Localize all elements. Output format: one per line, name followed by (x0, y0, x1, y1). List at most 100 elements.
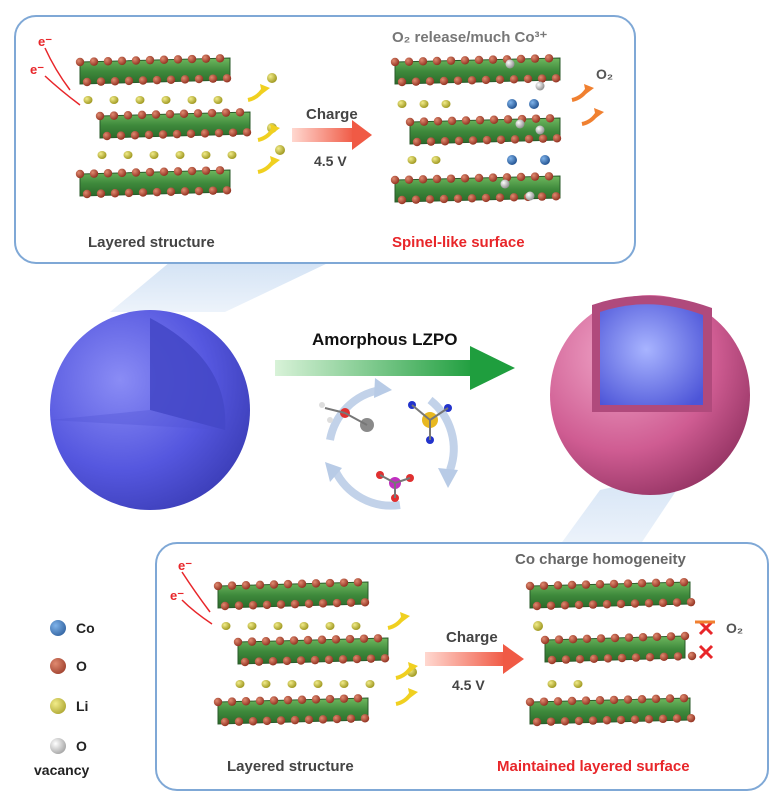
vacancy-site (526, 192, 535, 201)
oxygen-atom (333, 715, 341, 723)
oxygen-atom (531, 172, 539, 180)
electron-path (182, 572, 210, 612)
oxygen-atom (631, 599, 639, 607)
oxygen-atom (209, 186, 217, 194)
lithium-atom (202, 151, 211, 159)
oxygen-atom (645, 715, 653, 723)
oxygen-atom (659, 599, 667, 607)
lithium-atom (352, 622, 361, 630)
oxygen-atom (589, 600, 597, 608)
oxygen-atom (538, 192, 546, 200)
oxygen-atom (545, 172, 553, 180)
oxygen-atom (538, 74, 546, 82)
oxygen-atom (553, 134, 561, 142)
oxygen-atom (568, 697, 576, 705)
oxygen-atom (311, 656, 319, 664)
oxygen-atom (326, 695, 334, 703)
oxygen-atom (188, 167, 196, 175)
oxygen-atom (146, 168, 154, 176)
oxygen-atom (332, 635, 340, 643)
oxygen-atom (249, 601, 257, 609)
vacancy-site (536, 126, 545, 135)
oxygen-atom (433, 175, 441, 183)
lithium-atom (442, 100, 451, 108)
oxygen-atom (124, 111, 132, 119)
oxygen-atom (153, 188, 161, 196)
top-electron-label-1: e⁻ (38, 34, 52, 50)
oxygen-atom (325, 656, 333, 664)
oxygen-atom (510, 193, 518, 201)
oxygen-atom (188, 55, 196, 63)
oxygen-atom (638, 579, 646, 587)
oxygen-atom (398, 196, 406, 204)
oxygen-atom (447, 56, 455, 64)
lithium-atom (267, 73, 277, 83)
oxygen-atom (454, 76, 462, 84)
oxygen-atom (412, 77, 420, 85)
oxygen-atom (187, 130, 195, 138)
oxygen-atom (367, 654, 375, 662)
oxygen-atom (174, 55, 182, 63)
oxygen-atom (589, 716, 597, 724)
oxygen-atom (475, 174, 483, 182)
oxygen-atom (111, 77, 119, 85)
oxygen-atom (202, 166, 210, 174)
oxygen-atom (426, 195, 434, 203)
oxygen-atom (561, 601, 569, 609)
oxygen-atom (441, 137, 449, 145)
lithium-atom (314, 680, 323, 688)
oxygen-atom (222, 108, 230, 116)
oxygen-atom (461, 56, 469, 64)
oxygen-atom (173, 130, 181, 138)
oxygen-atom (583, 635, 591, 643)
oxygen-atom (249, 717, 257, 725)
oxygen-atom (290, 636, 298, 644)
oxygen-atom (270, 696, 278, 704)
oxygen-atom (255, 657, 263, 665)
oxygen-atom (440, 195, 448, 203)
oxygen-atom (236, 108, 244, 116)
oxygen-atom (216, 54, 224, 62)
oxygen-atom (496, 193, 504, 201)
oxygen-atom (76, 58, 84, 66)
oxygen-atom (547, 717, 555, 725)
bottom-charge-arrow (425, 652, 505, 666)
oxygen-atom (216, 166, 224, 174)
oxygen-atom (476, 116, 484, 124)
oxygen-atom (687, 714, 695, 722)
lithium-atom (110, 96, 119, 104)
oxygen-atom (475, 56, 483, 64)
oxygen-atom (333, 599, 341, 607)
top-charge-arrow (292, 128, 354, 142)
oxygen-atom (242, 581, 250, 589)
oxygen-atom (611, 634, 619, 642)
oxygen-atom (104, 57, 112, 65)
oxygen-atom (215, 129, 223, 137)
oxygen-atom (624, 579, 632, 587)
oxygen-atom (532, 114, 540, 122)
oxygen-atom (346, 635, 354, 643)
oxygen-atom (76, 170, 84, 178)
oxygen-atom (666, 694, 674, 702)
oxygen-atom (576, 655, 584, 663)
vacancy-site (516, 120, 525, 129)
oxygen-atom (525, 135, 533, 143)
oxygen-atom (575, 717, 583, 725)
oxygen-atom (555, 635, 563, 643)
oxygen-atom (468, 194, 476, 202)
lithium-atom (124, 151, 133, 159)
lithium-atom (340, 680, 349, 688)
oxygen-atom (504, 115, 512, 123)
oxygen-atom (304, 636, 312, 644)
oxygen-atom (680, 694, 688, 702)
top-gas-label: O₂ (596, 66, 613, 82)
oxygen-atom (419, 175, 427, 183)
oxygen-atom (547, 601, 555, 609)
lithium-atom (228, 151, 237, 159)
electron-path (182, 600, 212, 624)
lithium-atom (188, 96, 197, 104)
oxygen-atom (195, 75, 203, 83)
oxygen-atom (97, 77, 105, 85)
oxygen-atom (596, 580, 604, 588)
oxygen-atom (138, 111, 146, 119)
